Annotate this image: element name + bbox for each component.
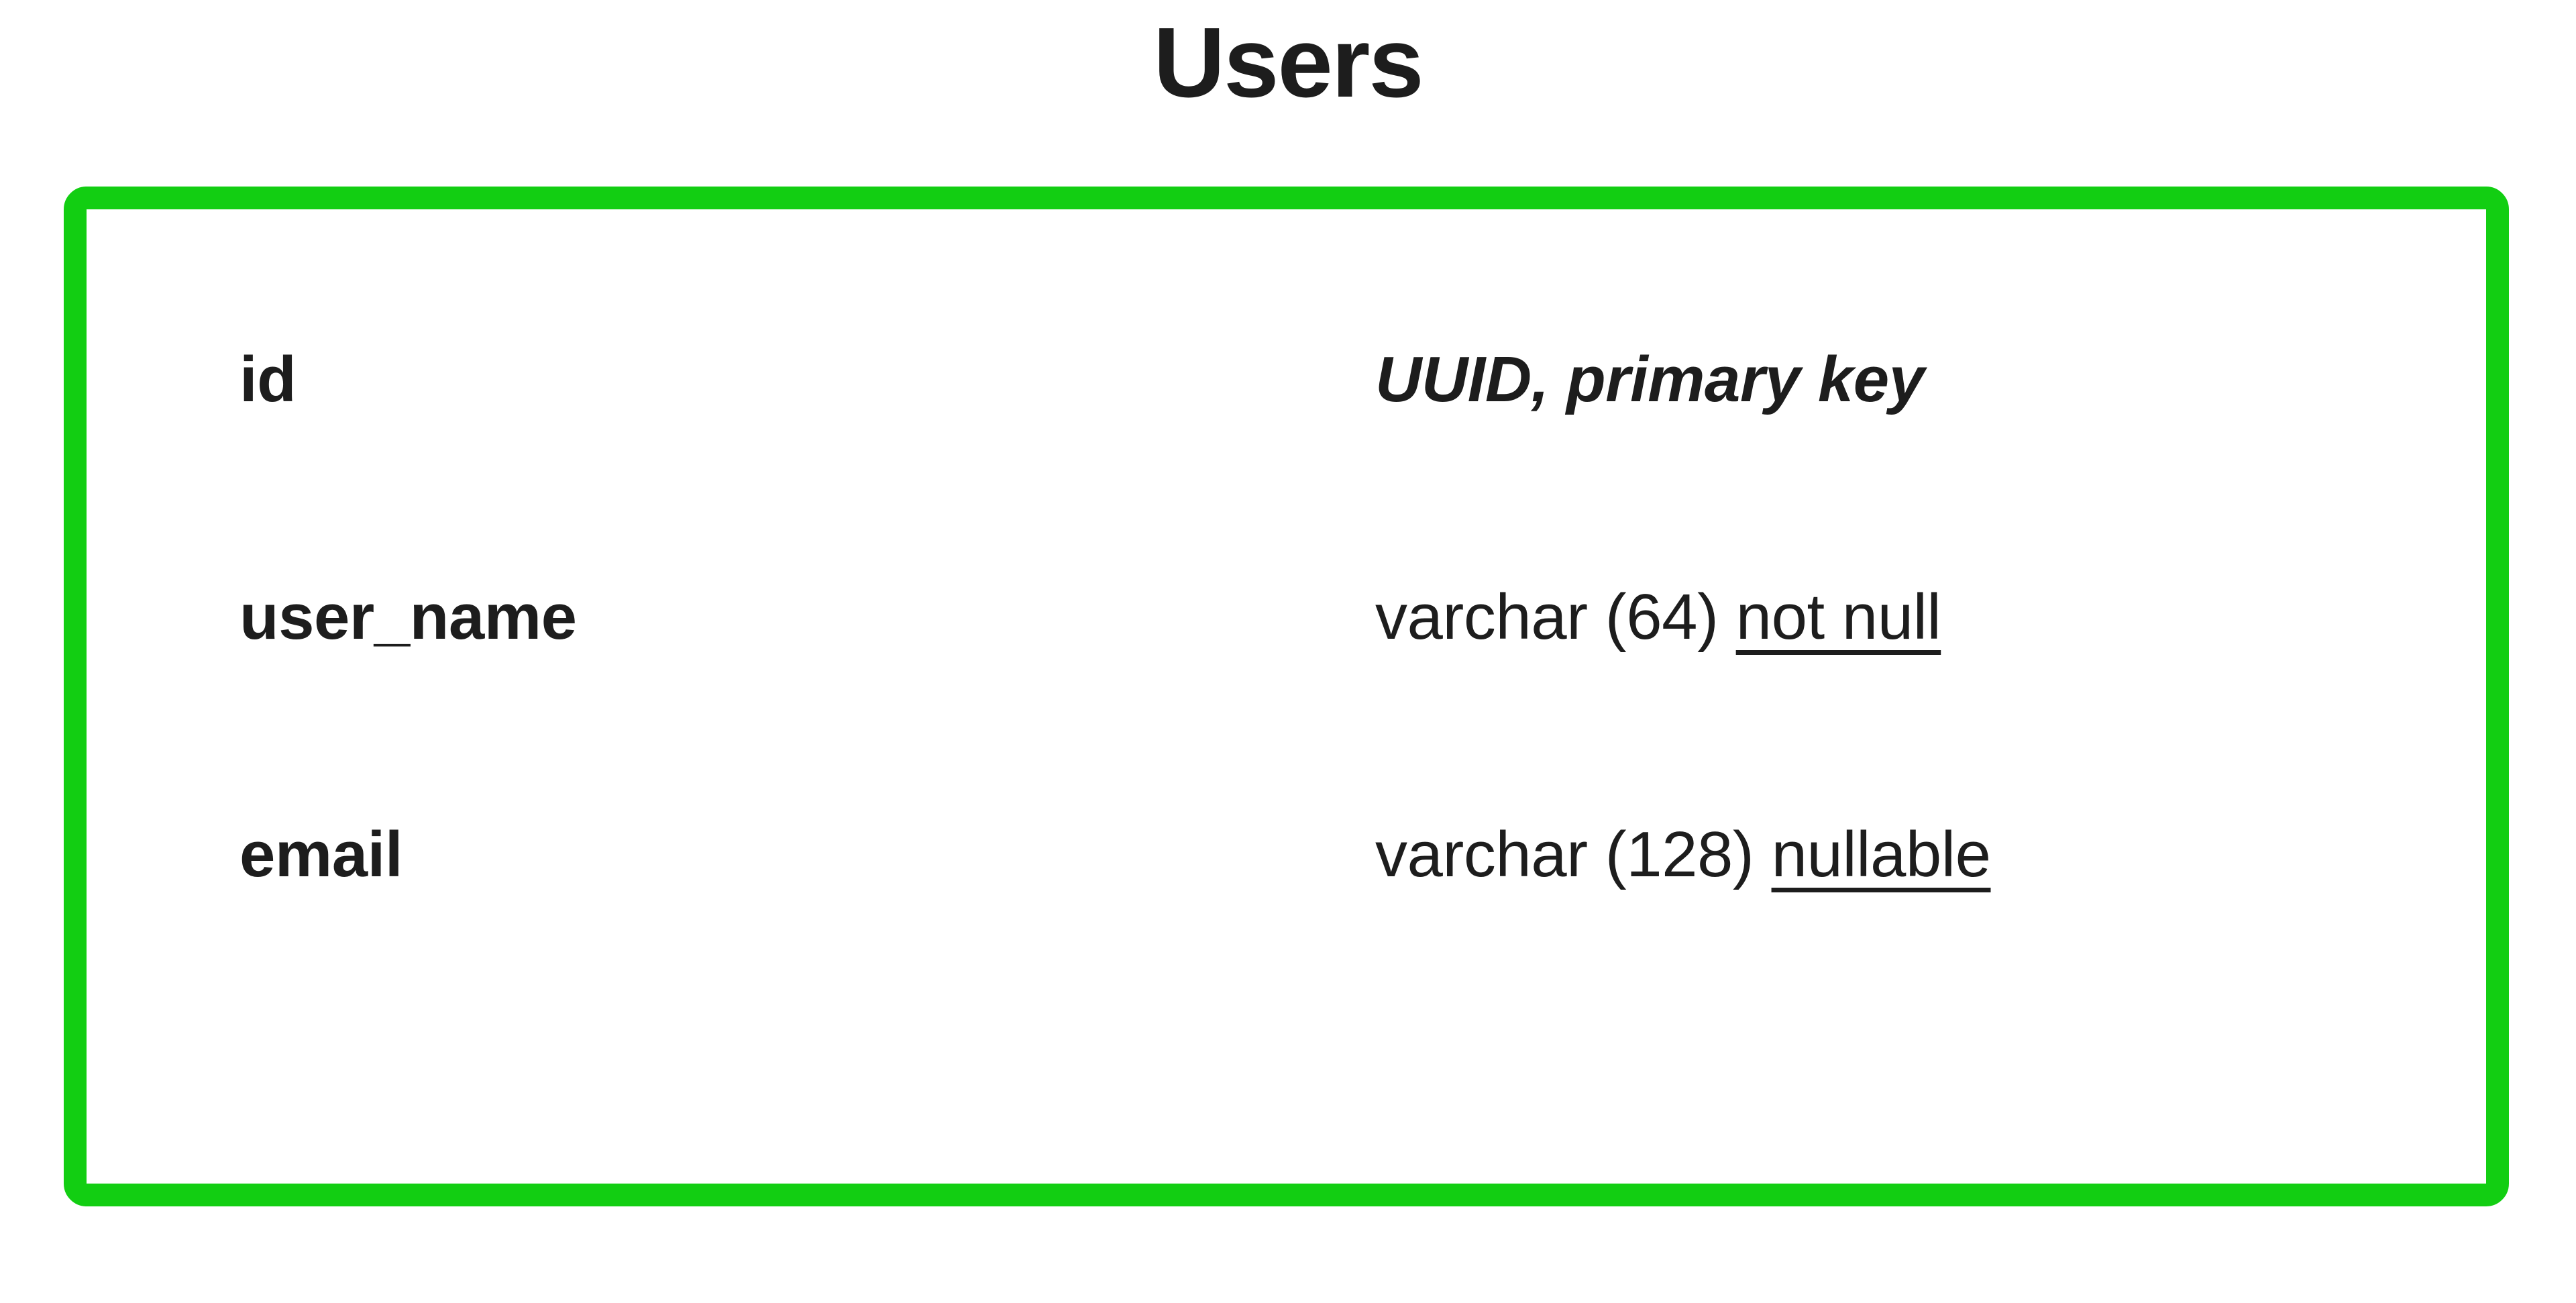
field-type: UUID, primary key — [1375, 348, 1925, 412]
field-type-base: UUID, primary key — [1375, 344, 1925, 415]
entity-title: Users — [1153, 7, 1424, 118]
field-type: varchar (128) nullable — [1375, 823, 1991, 887]
field-type: varchar (64) not null — [1375, 585, 1941, 649]
field-type-constraint: not null — [1735, 581, 1941, 653]
field-type-base: varchar (128) — [1375, 819, 1772, 890]
field-name: email — [239, 819, 402, 890]
field-type-base: varchar (64) — [1375, 581, 1736, 653]
field-name: user_name — [239, 581, 577, 653]
field-type-constraint: nullable — [1771, 819, 1991, 890]
field-list: id UUID, primary key user_name varchar (… — [87, 209, 2486, 1184]
entity-card[interactable]: id UUID, primary key user_name varchar (… — [64, 187, 2509, 1206]
field-name: id — [239, 344, 297, 415]
